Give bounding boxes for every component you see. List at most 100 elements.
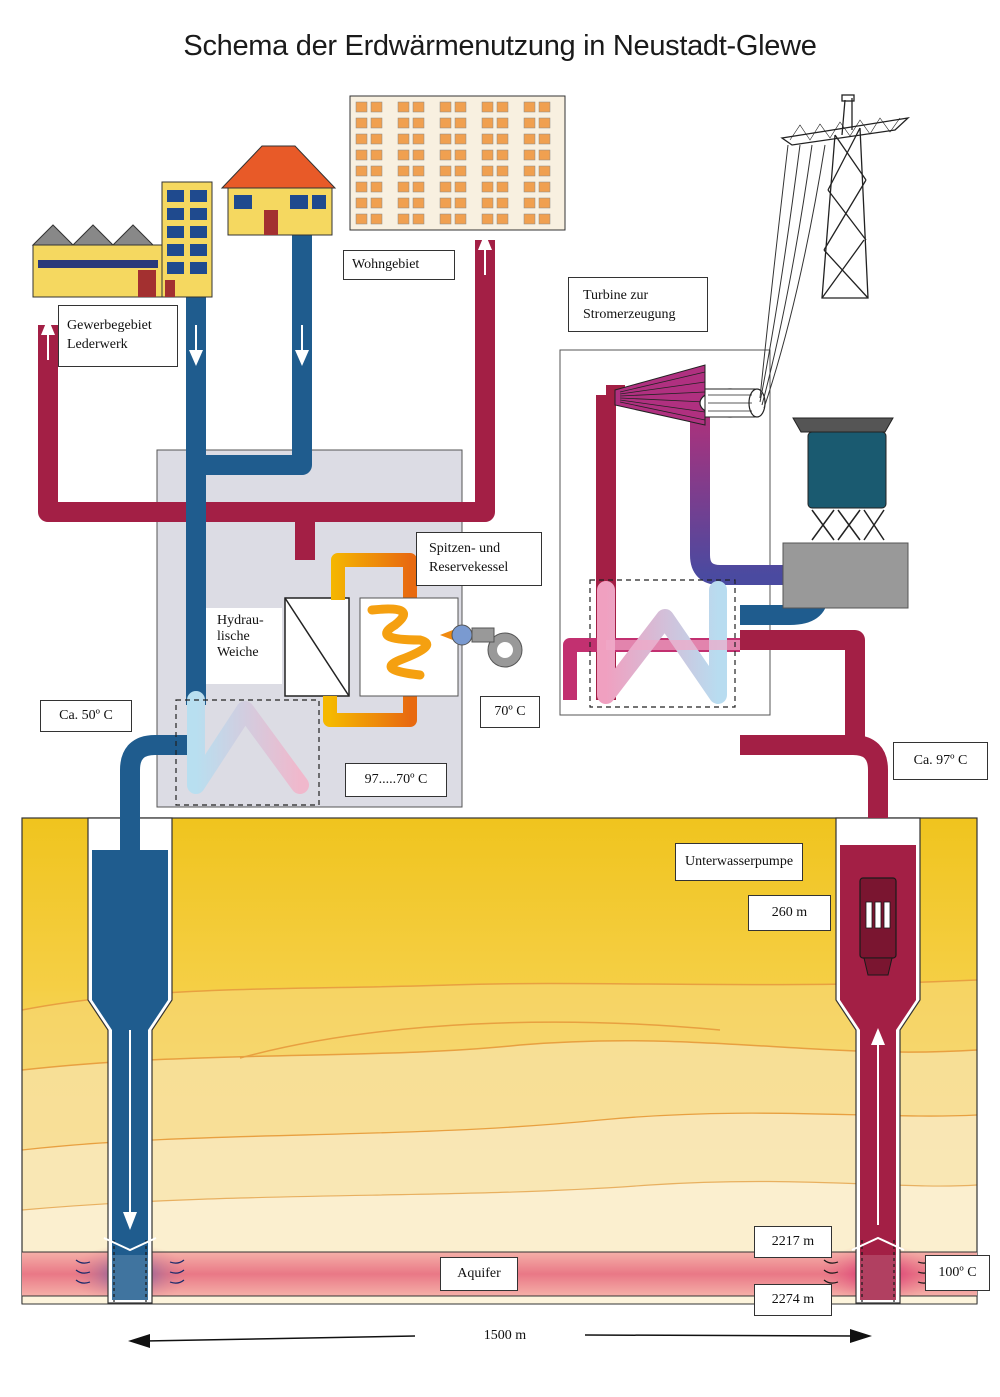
house-icon: [220, 145, 337, 236]
apartment-window: [523, 181, 536, 193]
apartment-window: [481, 197, 494, 209]
apartment-window: [481, 181, 494, 193]
apartment-window: [538, 101, 551, 113]
apartment-window: [412, 101, 425, 113]
apartment-window: [439, 101, 452, 113]
apartment-window: [412, 197, 425, 209]
apartment-window: [454, 181, 467, 193]
apartment-window: [370, 165, 383, 177]
apartment-window: [370, 149, 383, 161]
label-spitzenkessel-line2: Reservekessel: [429, 560, 509, 575]
apartment-window: [355, 197, 368, 209]
apartment-window: [355, 149, 368, 161]
turbine-icon: [614, 364, 706, 426]
apartment-window: [454, 213, 467, 225]
apartment-window: [355, 133, 368, 145]
apartment-window: [412, 181, 425, 193]
apartment-block-icon: [349, 95, 566, 231]
label-temp-97-70: 97.....70º C: [345, 763, 447, 797]
apartment-window: [370, 133, 383, 145]
label-hydraulisch-line3: Weiche: [217, 645, 259, 660]
apartment-window: [412, 133, 425, 145]
label-turbine-line1: Turbine zur: [583, 288, 649, 303]
apartment-window: [538, 149, 551, 161]
apartment-window: [412, 165, 425, 177]
label-spitzenkessel-line1: Spitzen- und: [429, 541, 501, 556]
apartment-window: [523, 197, 536, 209]
label-pump: Unterwasserpumpe: [675, 843, 803, 881]
apartment-window: [538, 117, 551, 129]
label-gewerbegebiet-line2: Lederwerk: [67, 337, 128, 352]
power-pylon-icon: [780, 94, 911, 299]
apartment-window: [355, 101, 368, 113]
apartment-window: [481, 213, 494, 225]
apartment-window: [355, 181, 368, 193]
apartment-window: [370, 181, 383, 193]
label-aquifer: Aquifer: [440, 1257, 518, 1291]
apartment-window: [523, 117, 536, 129]
page-title: Schema der Erdwärmenutzung in Neustadt-G…: [183, 30, 817, 62]
apartment-window: [523, 101, 536, 113]
heat-exchanger-district: [175, 691, 320, 806]
apartment-window: [355, 165, 368, 177]
label-depth-2274: 2274 m: [754, 1284, 832, 1316]
apartment-window: [538, 181, 551, 193]
apartment-window: [454, 101, 467, 113]
apartment-window: [397, 133, 410, 145]
apartment-window: [370, 117, 383, 129]
label-depth-2217: 2217 m: [754, 1226, 832, 1258]
label-wohngebiet: Wohngebiet: [343, 250, 455, 280]
label-temp-100: 100º C: [925, 1255, 990, 1291]
label-temp-70: 70º C: [480, 696, 540, 728]
cooling-tower-icon: [782, 417, 909, 609]
apartment-window: [496, 101, 509, 113]
apartment-window: [412, 213, 425, 225]
heat-exchanger-turbine: [589, 579, 740, 708]
apartment-window: [397, 165, 410, 177]
label-turbine-line2: Stromerzeugung: [583, 307, 676, 322]
apartment-window: [454, 117, 467, 129]
apartment-window: [397, 101, 410, 113]
label-distance: 1500 m: [483, 1328, 527, 1343]
apartment-window: [454, 165, 467, 177]
apartment-window: [397, 197, 410, 209]
apartment-window: [538, 165, 551, 177]
apartment-window: [355, 117, 368, 129]
apartment-window: [439, 165, 452, 177]
apartment-window: [439, 149, 452, 161]
apartment-window: [370, 197, 383, 209]
apartment-window: [523, 213, 536, 225]
apartment-window: [481, 101, 494, 113]
label-gewerbegebiet: Gewerbegebiet Lederwerk: [58, 305, 178, 367]
apartment-window: [538, 197, 551, 209]
apartment-window: [370, 213, 383, 225]
office-building-icon: [161, 181, 213, 298]
apartment-window: [397, 117, 410, 129]
burner-fan-icon: [471, 627, 523, 668]
apartment-window: [496, 213, 509, 225]
apartment-window: [496, 149, 509, 161]
injection-well: [75, 817, 185, 1304]
label-hydraulische-weiche: Hydrau- lische Weiche: [206, 608, 282, 684]
apartment-window: [538, 133, 551, 145]
label-turbine: Turbine zur Stromerzeugung: [568, 277, 708, 332]
apartment-window: [481, 165, 494, 177]
apartment-window: [454, 133, 467, 145]
apartment-window: [496, 133, 509, 145]
apartment-window: [397, 149, 410, 161]
label-gewerbegebiet-line1: Gewerbegebiet: [67, 318, 152, 333]
apartment-window: [481, 133, 494, 145]
apartment-window: [412, 149, 425, 161]
apartment-window: [481, 149, 494, 161]
label-hydraulisch-line1: Hydrau-: [217, 613, 264, 628]
label-spitzenkessel: Spitzen- und Reservekessel: [416, 532, 542, 586]
label-depth-260: 260 m: [748, 895, 831, 931]
boiler-icon: [323, 553, 473, 727]
apartment-window: [397, 213, 410, 225]
apartment-window: [496, 197, 509, 209]
apartment-window: [370, 101, 383, 113]
apartment-window: [412, 117, 425, 129]
apartment-window: [481, 117, 494, 129]
factory-building-icon: [31, 224, 164, 298]
